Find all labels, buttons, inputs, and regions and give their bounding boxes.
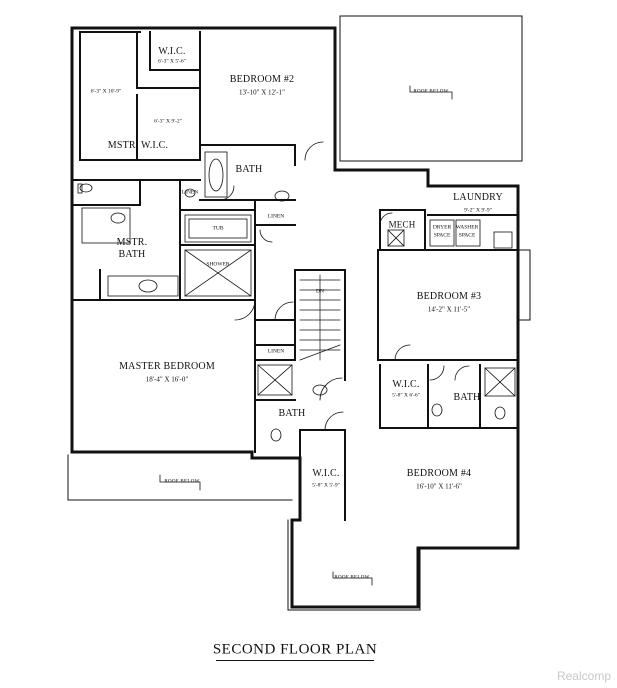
- dim-bedroom-3: 14'-2" X 11'-5": [427, 305, 471, 314]
- roof-markers: [159, 85, 453, 586]
- label-laundry: LAUNDRY: [453, 192, 503, 203]
- label-shower: SHOWER: [206, 261, 230, 268]
- door-swings: [219, 141, 470, 431]
- label-mstr-wic: MSTR. W.I.C.: [107, 140, 169, 151]
- roof-note-bottom-mid: ROOF BELOW: [334, 575, 370, 581]
- dim-wic-mid: 5'-8" X 6'-6": [392, 392, 420, 399]
- label-bath-right: BATH: [453, 392, 481, 403]
- label-washer-1: WASHER: [455, 224, 479, 231]
- label-bath-top: BATH: [235, 164, 263, 175]
- watermark: Realcomp: [556, 669, 611, 683]
- label-dryer-1: DRYER: [432, 224, 452, 231]
- label-bedroom-2: BEDROOM #2: [229, 74, 295, 85]
- label-linen-stair: LINEN: [267, 348, 285, 355]
- label-bedroom-4: BEDROOM #4: [406, 468, 472, 479]
- label-mech: MECH: [388, 219, 416, 230]
- dim-wic-bottom: 5'-8" X 5'-9": [312, 482, 340, 489]
- label-wic-mid: W.I.C.: [392, 379, 420, 390]
- label-master-bedroom: MASTER BEDROOM: [119, 361, 215, 372]
- dim-master-bedroom: 18'-4" X 16'-0": [145, 375, 189, 384]
- dim-laundry: 9'-2" X 9'-9": [464, 207, 492, 214]
- roof-outlines: [67, 15, 531, 611]
- label-bath-mid: BATH: [278, 408, 306, 419]
- dim-bedroom-4: 16'-10" X 11'-6": [416, 482, 462, 491]
- label-washer-2: SPACE: [458, 232, 476, 239]
- label-stair-dn: DN: [316, 288, 324, 295]
- label-linen-right: LINEN: [267, 213, 285, 220]
- roof-note-bottom-left: ROOF BELOW: [164, 479, 200, 485]
- label-wic-top: W.I.C.: [158, 46, 186, 57]
- label-mstr-bath-2: BATH: [118, 249, 146, 260]
- label-mstr-bath: MSTR.: [116, 237, 148, 248]
- exterior-walls: [70, 26, 520, 609]
- plan-title: SECOND FLOOR PLAN: [212, 641, 378, 658]
- dim-wic-top: 6'-3" X 5'-6": [158, 58, 186, 65]
- title-underline: [216, 660, 374, 661]
- label-tub: TUB: [212, 225, 224, 232]
- dim-closet-left: 6'-3" X 10'-9": [90, 88, 122, 95]
- label-dryer-2: SPACE: [433, 232, 451, 239]
- dim-bedroom-2: 13'-10" X 12'-1": [239, 88, 285, 97]
- interior-walls: [71, 31, 519, 521]
- label-bedroom-3: BEDROOM #3: [416, 291, 482, 302]
- label-linen-top: LINEN: [181, 189, 199, 196]
- dim-closet-mid: 6'-3" X 9'-2": [154, 118, 182, 125]
- label-wic-bottom: W.I.C.: [312, 468, 340, 479]
- stair-treads: [299, 274, 341, 361]
- roof-note-top-right: ROOF BELOW: [413, 89, 449, 95]
- fixtures: [77, 151, 516, 442]
